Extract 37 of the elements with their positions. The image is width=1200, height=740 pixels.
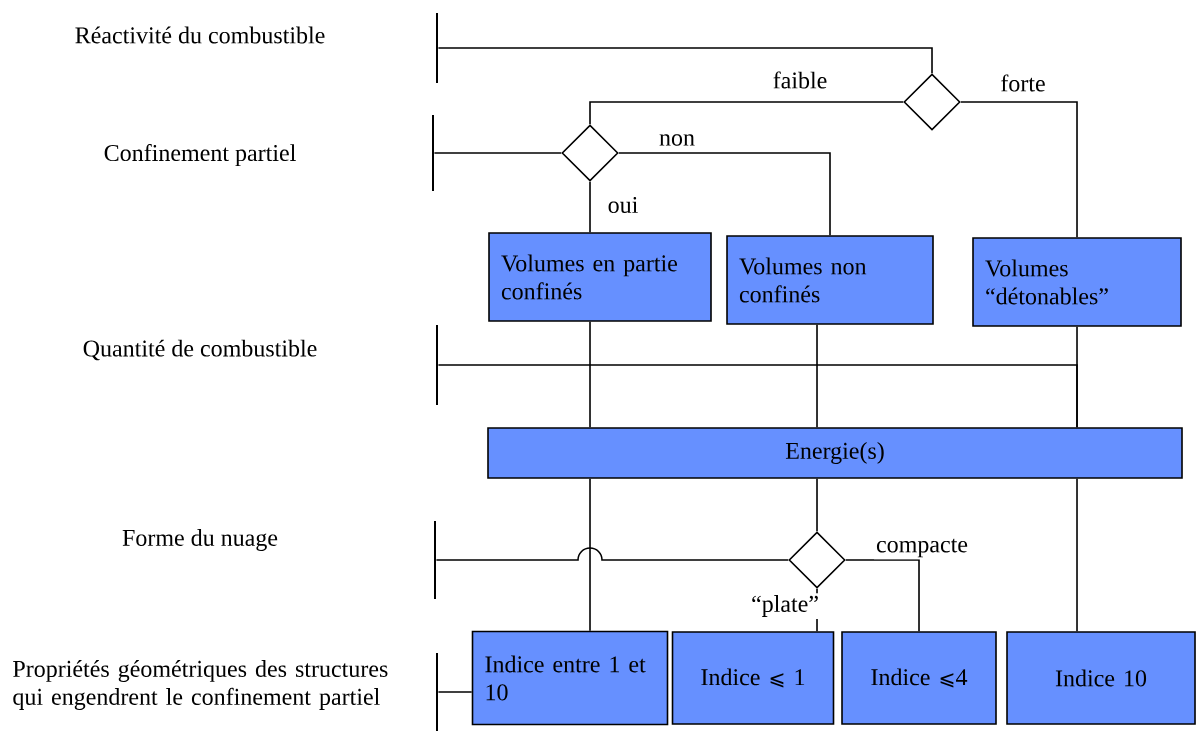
connector — [1076, 326, 1078, 428]
connector — [589, 101, 904, 125]
decision-diamond — [561, 124, 619, 182]
category-box: Indice 10 — [1006, 631, 1196, 725]
connector — [845, 559, 920, 632]
connector — [816, 478, 818, 532]
category-box: Volumes en partie confinés — [488, 232, 712, 322]
decision-diamond — [788, 531, 846, 589]
factor-label: Réactivité du combustible — [75, 26, 325, 44]
connector — [433, 152, 562, 154]
connector — [960, 101, 1078, 238]
edge-label: compacte — [876, 538, 968, 558]
edge-label: “plate” — [752, 595, 818, 617]
connector — [1076, 478, 1078, 632]
connector — [437, 47, 933, 74]
category-box: Indice entre 1 et 10 — [471, 630, 669, 726]
connector — [816, 324, 818, 428]
category-box: Volumes non confinés — [726, 235, 934, 325]
category-box: Energie(s) — [487, 427, 1183, 479]
connector — [589, 478, 591, 632]
connector — [618, 152, 831, 236]
decision-diamond — [903, 73, 961, 131]
connector — [589, 321, 591, 428]
connector — [435, 547, 789, 561]
category-box: Volumes “détonables” — [972, 237, 1182, 327]
factor-label: Forme du nuage — [122, 529, 278, 551]
connector — [589, 181, 591, 233]
factor-label: Propriétés géométriques des structures qui engendrent le confinement partiel — [13, 660, 388, 710]
edge-label: faible — [773, 71, 827, 89]
factor-label: Confinement partiel — [104, 144, 296, 166]
edge-label: oui — [608, 196, 638, 214]
category-box: Indice ⩽4 — [841, 631, 997, 725]
edge-label: non — [659, 134, 695, 146]
category-box: Indice ⩽ 1 — [671, 631, 835, 725]
factor-label: Quantité de combustible — [83, 339, 317, 361]
edge-label: forte — [1001, 74, 1045, 92]
connector — [437, 691, 473, 693]
